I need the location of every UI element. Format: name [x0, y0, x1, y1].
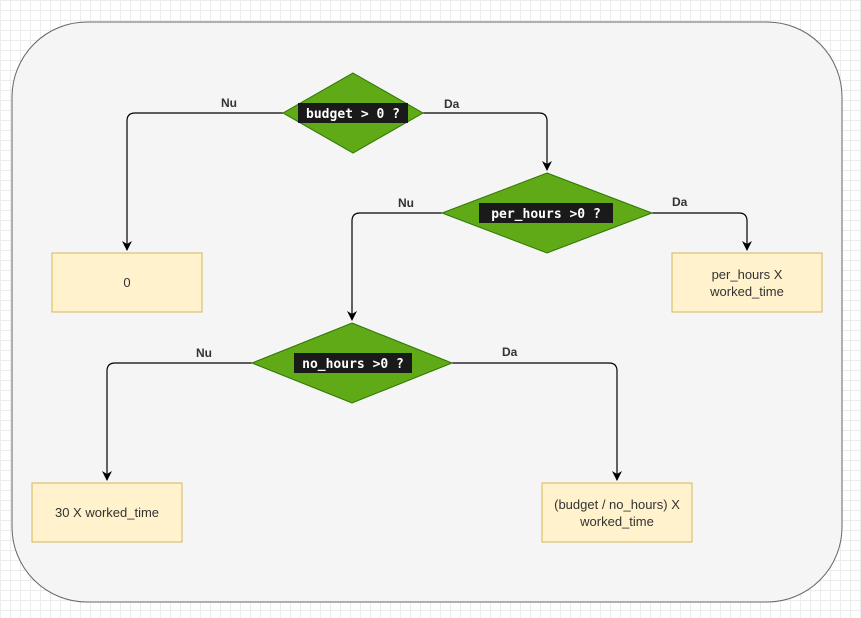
container-frame [11, 21, 843, 603]
edge-label-per-hours-yes: Da [672, 195, 688, 209]
decision-budget-label: budget > 0 ? [306, 107, 400, 122]
decision-per-hours[interactable]: per_hours >0 ? [440, 172, 654, 254]
edge-per-hours-no [347, 212, 442, 321]
decision-no-hours-label: no_hours >0 ? [302, 357, 404, 372]
edge-budget-no [122, 112, 283, 251]
edge-no-hours-yes [452, 362, 622, 481]
edge-budget-yes [423, 112, 552, 171]
decision-budget[interactable]: budget > 0 ? [281, 72, 425, 154]
decision-per-hours-label: per_hours >0 ? [491, 207, 601, 222]
edge-label-per-hours-no: Nu [398, 196, 414, 210]
edge-label-no-hours-no: Nu [196, 346, 212, 360]
result-zero-text: 0 [123, 275, 130, 290]
result-fixed-rate-text: 30 X worked_time [55, 505, 159, 520]
edge-label-budget-no: Nu [221, 96, 237, 110]
decision-no-hours[interactable]: no_hours >0 ? [250, 322, 454, 404]
result-budget-ratio[interactable]: (budget / no_hours) X worked_time [541, 482, 693, 543]
result-per-hours[interactable]: per_hours X worked_time [671, 252, 823, 313]
edge-no-hours-no [102, 362, 252, 481]
result-budget-ratio-line2: worked_time [579, 514, 654, 529]
edge-label-budget-yes: Da [444, 97, 460, 111]
result-fixed-rate[interactable]: 30 X worked_time [31, 482, 183, 543]
result-per-hours-line1: per_hours X [712, 267, 783, 282]
edge-label-no-hours-yes: Da [502, 345, 518, 359]
edge-per-hours-yes [652, 212, 752, 251]
result-budget-ratio-line1: (budget / no_hours) X [554, 497, 680, 512]
result-per-hours-line2: worked_time [709, 284, 784, 299]
result-zero[interactable]: 0 [51, 252, 203, 313]
